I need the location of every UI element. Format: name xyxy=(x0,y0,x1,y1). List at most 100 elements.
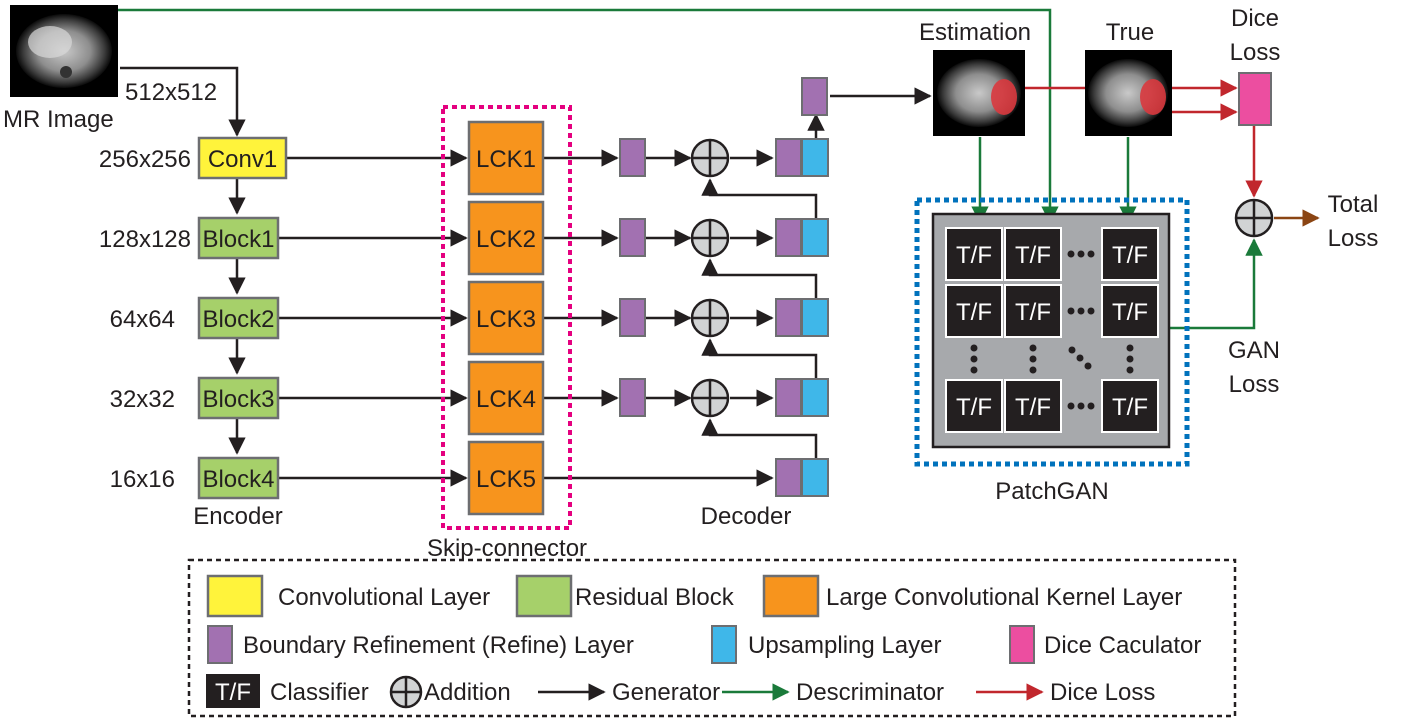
svg-text:T/F: T/F xyxy=(1015,242,1051,269)
legend-swatch-residual xyxy=(515,574,573,618)
decoder-refine-5 xyxy=(775,458,802,497)
svg-text:T/F: T/F xyxy=(1112,299,1148,326)
estimation-image xyxy=(933,50,1025,136)
decoder-upsample-1 xyxy=(801,138,829,177)
lck2-label: LCK2 xyxy=(476,226,536,253)
skip-connector-border xyxy=(441,105,572,530)
encoder: Conv1 256x256 Block1 128x128 Block2 64x6… xyxy=(99,136,288,500)
decoder-label: Decoder xyxy=(701,503,792,530)
tf-cell-1-3: T/F xyxy=(1101,227,1159,281)
legend-swatch-upsample xyxy=(711,625,737,664)
tf-cell-3-1: T/F xyxy=(945,379,1003,433)
svg-text:T/F: T/F xyxy=(956,299,992,326)
patchgan-label: PatchGAN xyxy=(995,478,1108,505)
legend-addition-icon xyxy=(389,675,423,709)
generator-arrows xyxy=(120,66,932,487)
addition-node-2 xyxy=(690,218,730,258)
mr-image-label: MR Image xyxy=(3,106,114,133)
svg-text:T/F: T/F xyxy=(956,394,992,421)
dice-loss-label-2: Loss xyxy=(1230,39,1281,66)
estimation-label: Estimation xyxy=(919,19,1031,46)
legend-label-classifier: Classifier xyxy=(270,679,369,706)
arrow-up3-to-add2 xyxy=(701,258,818,298)
refine-2 xyxy=(619,218,646,257)
gan-loss-label-2: Loss xyxy=(1229,371,1280,398)
patchgan-border xyxy=(914,197,1190,467)
svg-text:T/F: T/F xyxy=(1015,299,1051,326)
svg-text:T/F: T/F xyxy=(1112,394,1148,421)
legend-label-dice: Dice Caculator xyxy=(1044,632,1201,659)
total-addition-node xyxy=(1234,198,1274,238)
arrow-mr-to-patchgan xyxy=(118,8,1059,224)
legend-label-upsample: Upsampling Layer xyxy=(748,632,941,659)
final-refine xyxy=(801,77,828,116)
block4-size: 16x16 xyxy=(110,466,175,493)
svg-text:T/F: T/F xyxy=(956,242,992,269)
refine-4 xyxy=(619,378,646,417)
tf-cell-2-1: T/F xyxy=(945,284,1003,338)
tf-cell-3-3: T/F xyxy=(1101,379,1159,433)
decoder-refine-3 xyxy=(775,298,802,337)
legend-label-dice-loss: Dice Loss xyxy=(1050,679,1155,706)
addition-node-3 xyxy=(690,298,730,338)
block2-label: Block2 xyxy=(202,306,274,333)
legend-swatch-conv xyxy=(206,574,264,618)
skip-refine-layers xyxy=(619,138,646,417)
decoder-upsample-5 xyxy=(801,458,829,497)
decoder-refine-4 xyxy=(775,378,802,417)
mr-image xyxy=(10,5,118,97)
lck1-block xyxy=(467,120,545,196)
dice-calculator xyxy=(1238,72,1272,126)
block2-size: 64x64 xyxy=(110,306,175,333)
legend-border xyxy=(187,558,1237,718)
tf-cell-2-3: T/F xyxy=(1101,284,1159,338)
decoder-upsample-4 xyxy=(801,378,829,417)
dice-loss-label-1: Dice xyxy=(1231,5,1279,32)
lck3-block xyxy=(467,280,545,356)
tf-cell-3-2: T/F xyxy=(1004,379,1062,433)
legend-label-lck: Large Convolutional Kernel Layer xyxy=(826,584,1182,611)
legend: Convolutional Layer Residual Block Large… xyxy=(187,558,1237,718)
block1-block xyxy=(197,216,280,260)
svg-text:T/F: T/F xyxy=(1015,394,1051,421)
block3-block xyxy=(197,376,280,420)
refine-3 xyxy=(619,298,646,337)
true-label: True xyxy=(1106,19,1154,46)
conv1-size: 256x256 xyxy=(99,146,191,173)
addition-nodes xyxy=(690,138,730,418)
decoder-refine-1 xyxy=(775,138,802,177)
total-loss-label-1: Total xyxy=(1328,191,1379,218)
conv1-label: Conv1 xyxy=(208,146,277,173)
legend-label-residual: Residual Block xyxy=(575,584,735,611)
refine-1 xyxy=(619,138,646,177)
lck5-label: LCK5 xyxy=(476,466,536,493)
ellipsis-dots xyxy=(970,250,1134,410)
conv1-block xyxy=(197,136,288,180)
lck1-label: LCK1 xyxy=(476,146,536,173)
input-size-label: 512x512 xyxy=(125,79,217,106)
arrow-patchgan-to-total xyxy=(1168,238,1263,330)
block1-label: Block1 xyxy=(202,226,274,253)
decoder-upsample-2 xyxy=(801,218,829,257)
block1-size: 128x128 xyxy=(99,226,191,253)
legend-swatch-refine xyxy=(207,625,233,664)
total-loss-label-2: Loss xyxy=(1328,225,1379,252)
legend-label-refine: Boundary Refinement (Refine) Layer xyxy=(243,632,634,659)
decoder-refine-2 xyxy=(775,218,802,257)
legend-swatch-tf xyxy=(206,674,260,708)
skip-connector: LCK1 LCK2 LCK3 LCK4 LCK5 xyxy=(441,105,572,530)
tf-cell-1-1: T/F xyxy=(945,227,1003,281)
lck4-block xyxy=(467,360,545,436)
decoder xyxy=(775,77,829,497)
arrow-up4-to-add3 xyxy=(701,338,818,378)
tf-cell-2-2: T/F xyxy=(1004,284,1062,338)
addition-node-4 xyxy=(690,378,730,418)
arrow-up5-to-add4 xyxy=(701,418,818,458)
block4-block xyxy=(197,456,280,500)
lck4-label: LCK4 xyxy=(476,386,536,413)
encoder-label: Encoder xyxy=(193,503,282,530)
legend-swatch-dice xyxy=(1009,625,1035,664)
block3-size: 32x32 xyxy=(110,386,175,413)
mr-image-liver xyxy=(28,26,72,58)
